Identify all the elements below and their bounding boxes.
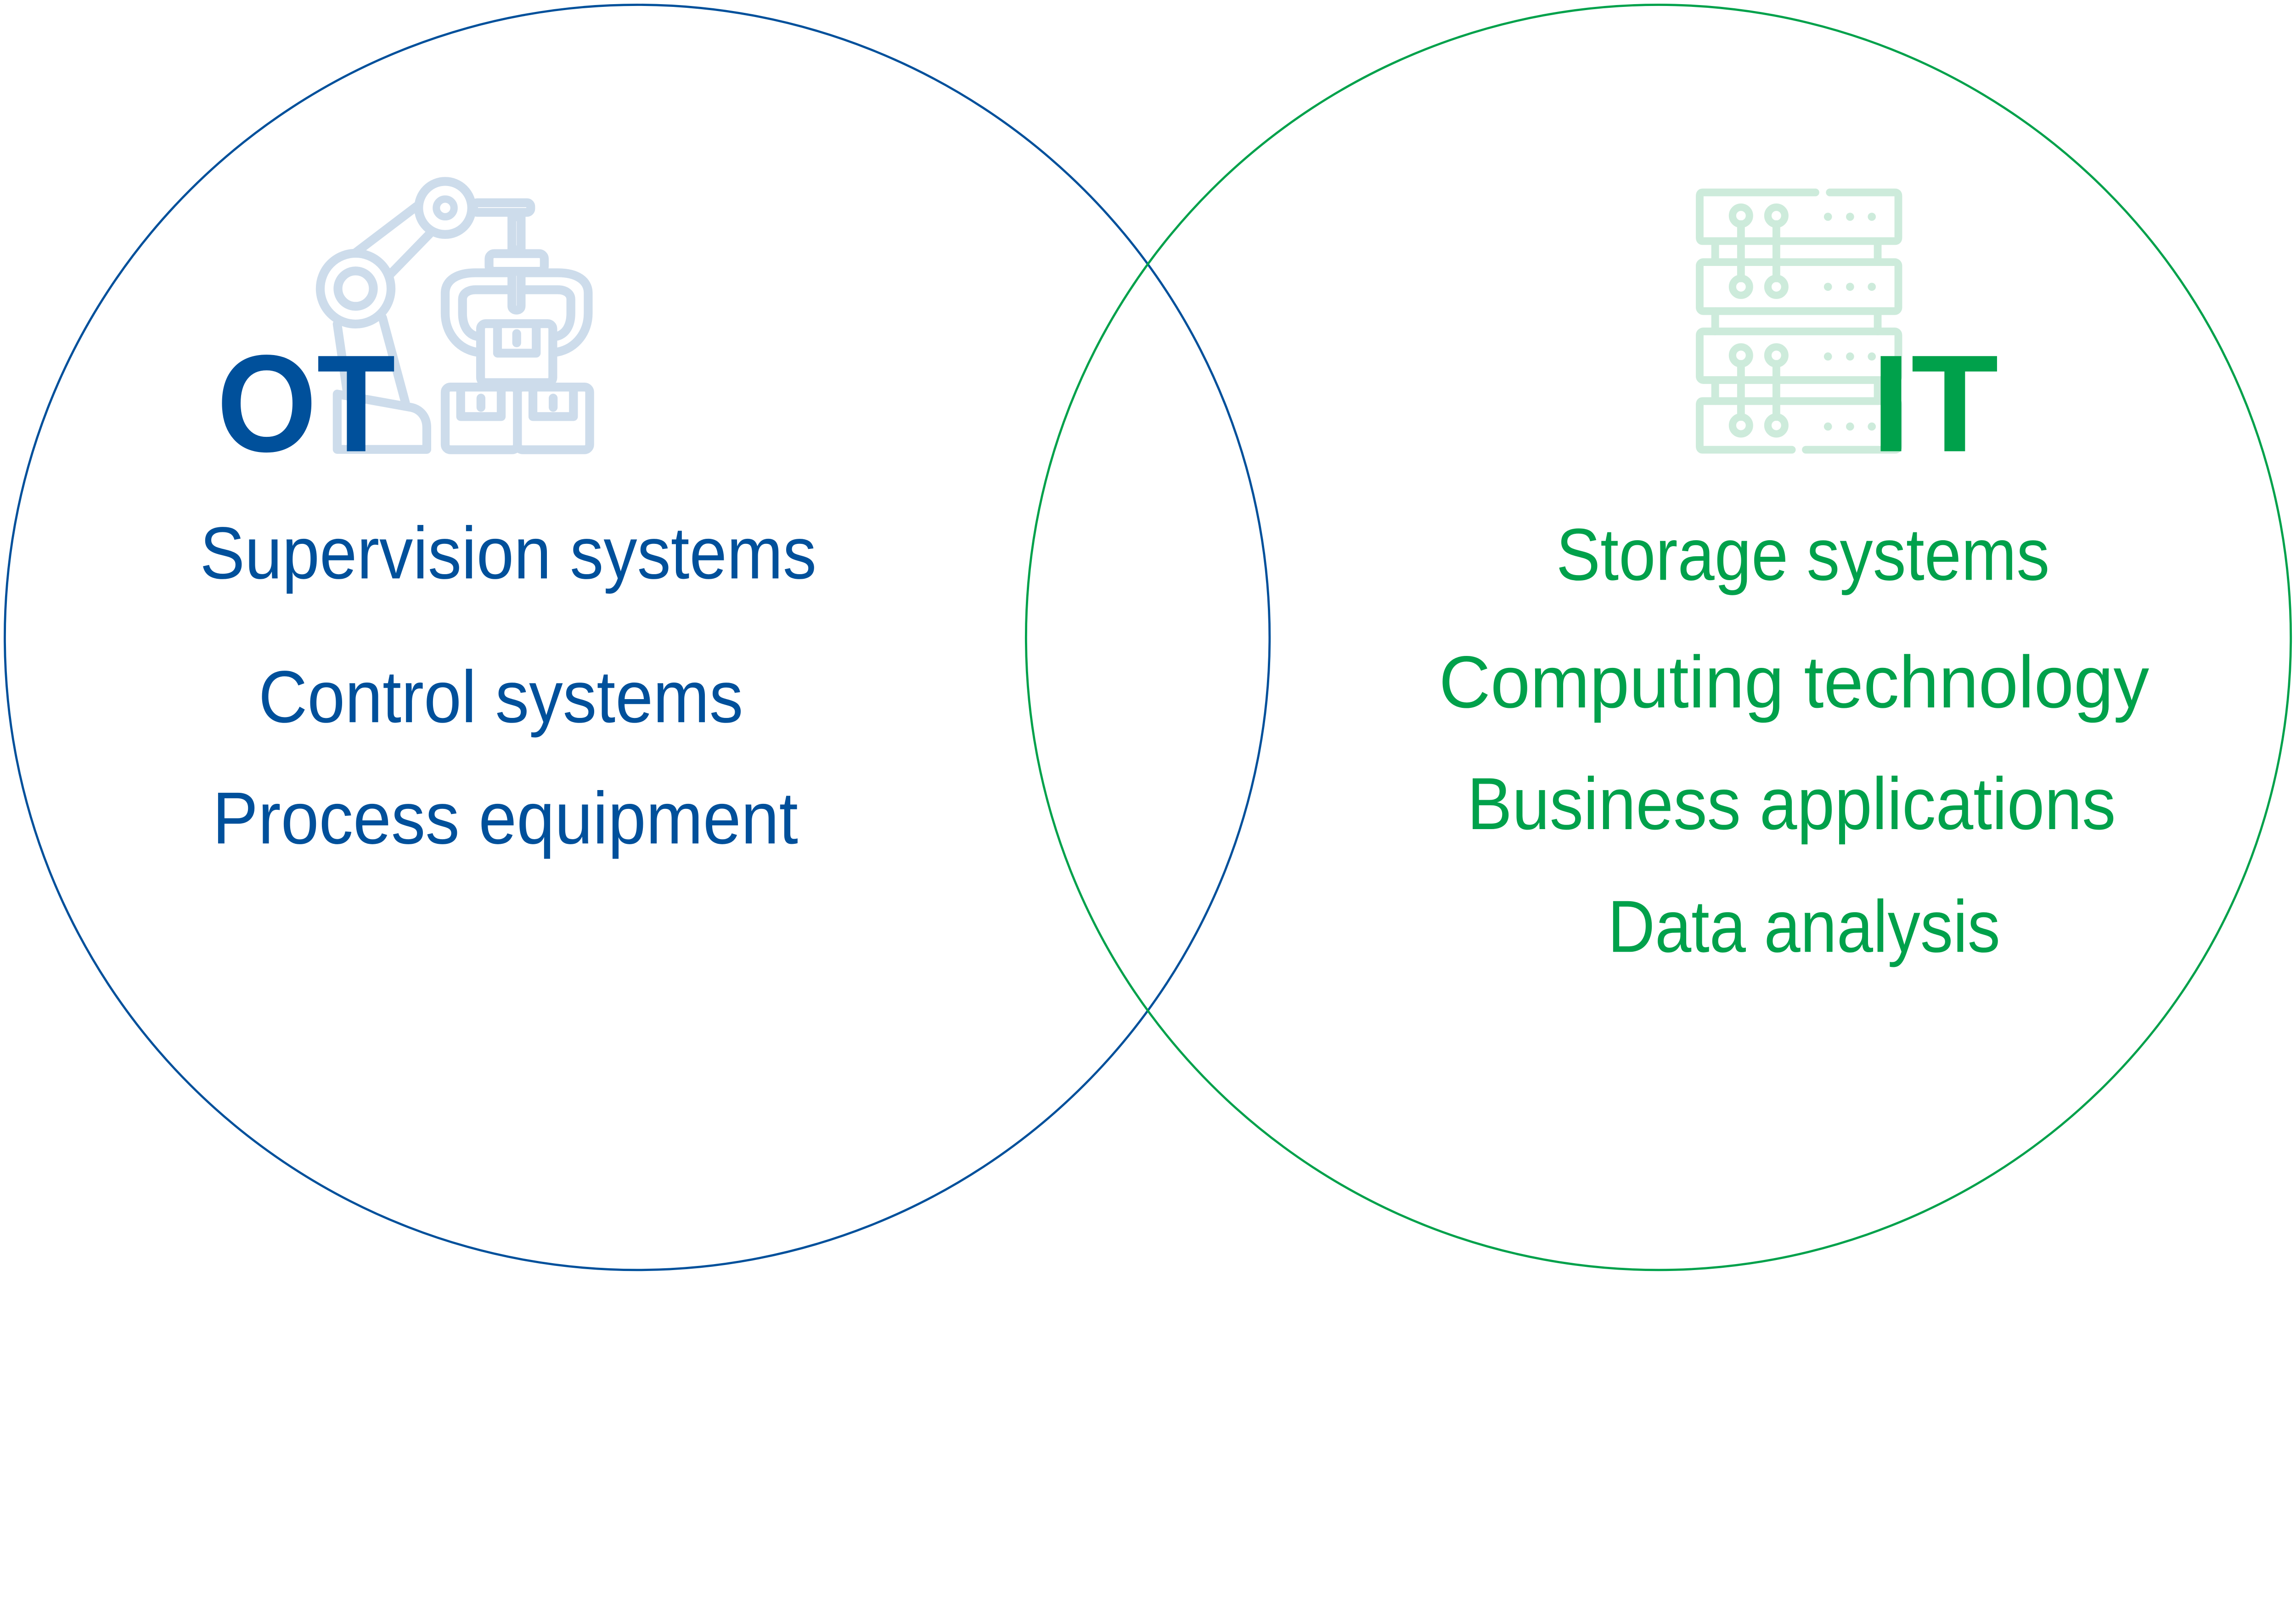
ot-item-process-equipment: Process equipment [213,777,798,859]
it-item-data-analysis: Data analysis [1608,886,2000,968]
ot-item-supervision-systems: Supervision systems [200,512,816,594]
ot-circle [4,4,1271,1271]
ot-it-venn-diagram: OT IT Supervision systems Control system… [4,4,2292,1271]
server-rack-icon [1696,188,1902,454]
ot-title: OT [217,326,395,480]
it-item-storage-systems: Storage systems [1556,514,2050,596]
it-title: IT [1871,326,1999,480]
it-circle [1024,4,2292,1271]
robot-arm-icon [315,177,594,454]
it-item-computing-technology: Computing technology [1439,641,2150,723]
it-item-business-applications: Business applications [1467,763,2116,845]
ot-item-control-systems: Control systems [259,656,743,738]
